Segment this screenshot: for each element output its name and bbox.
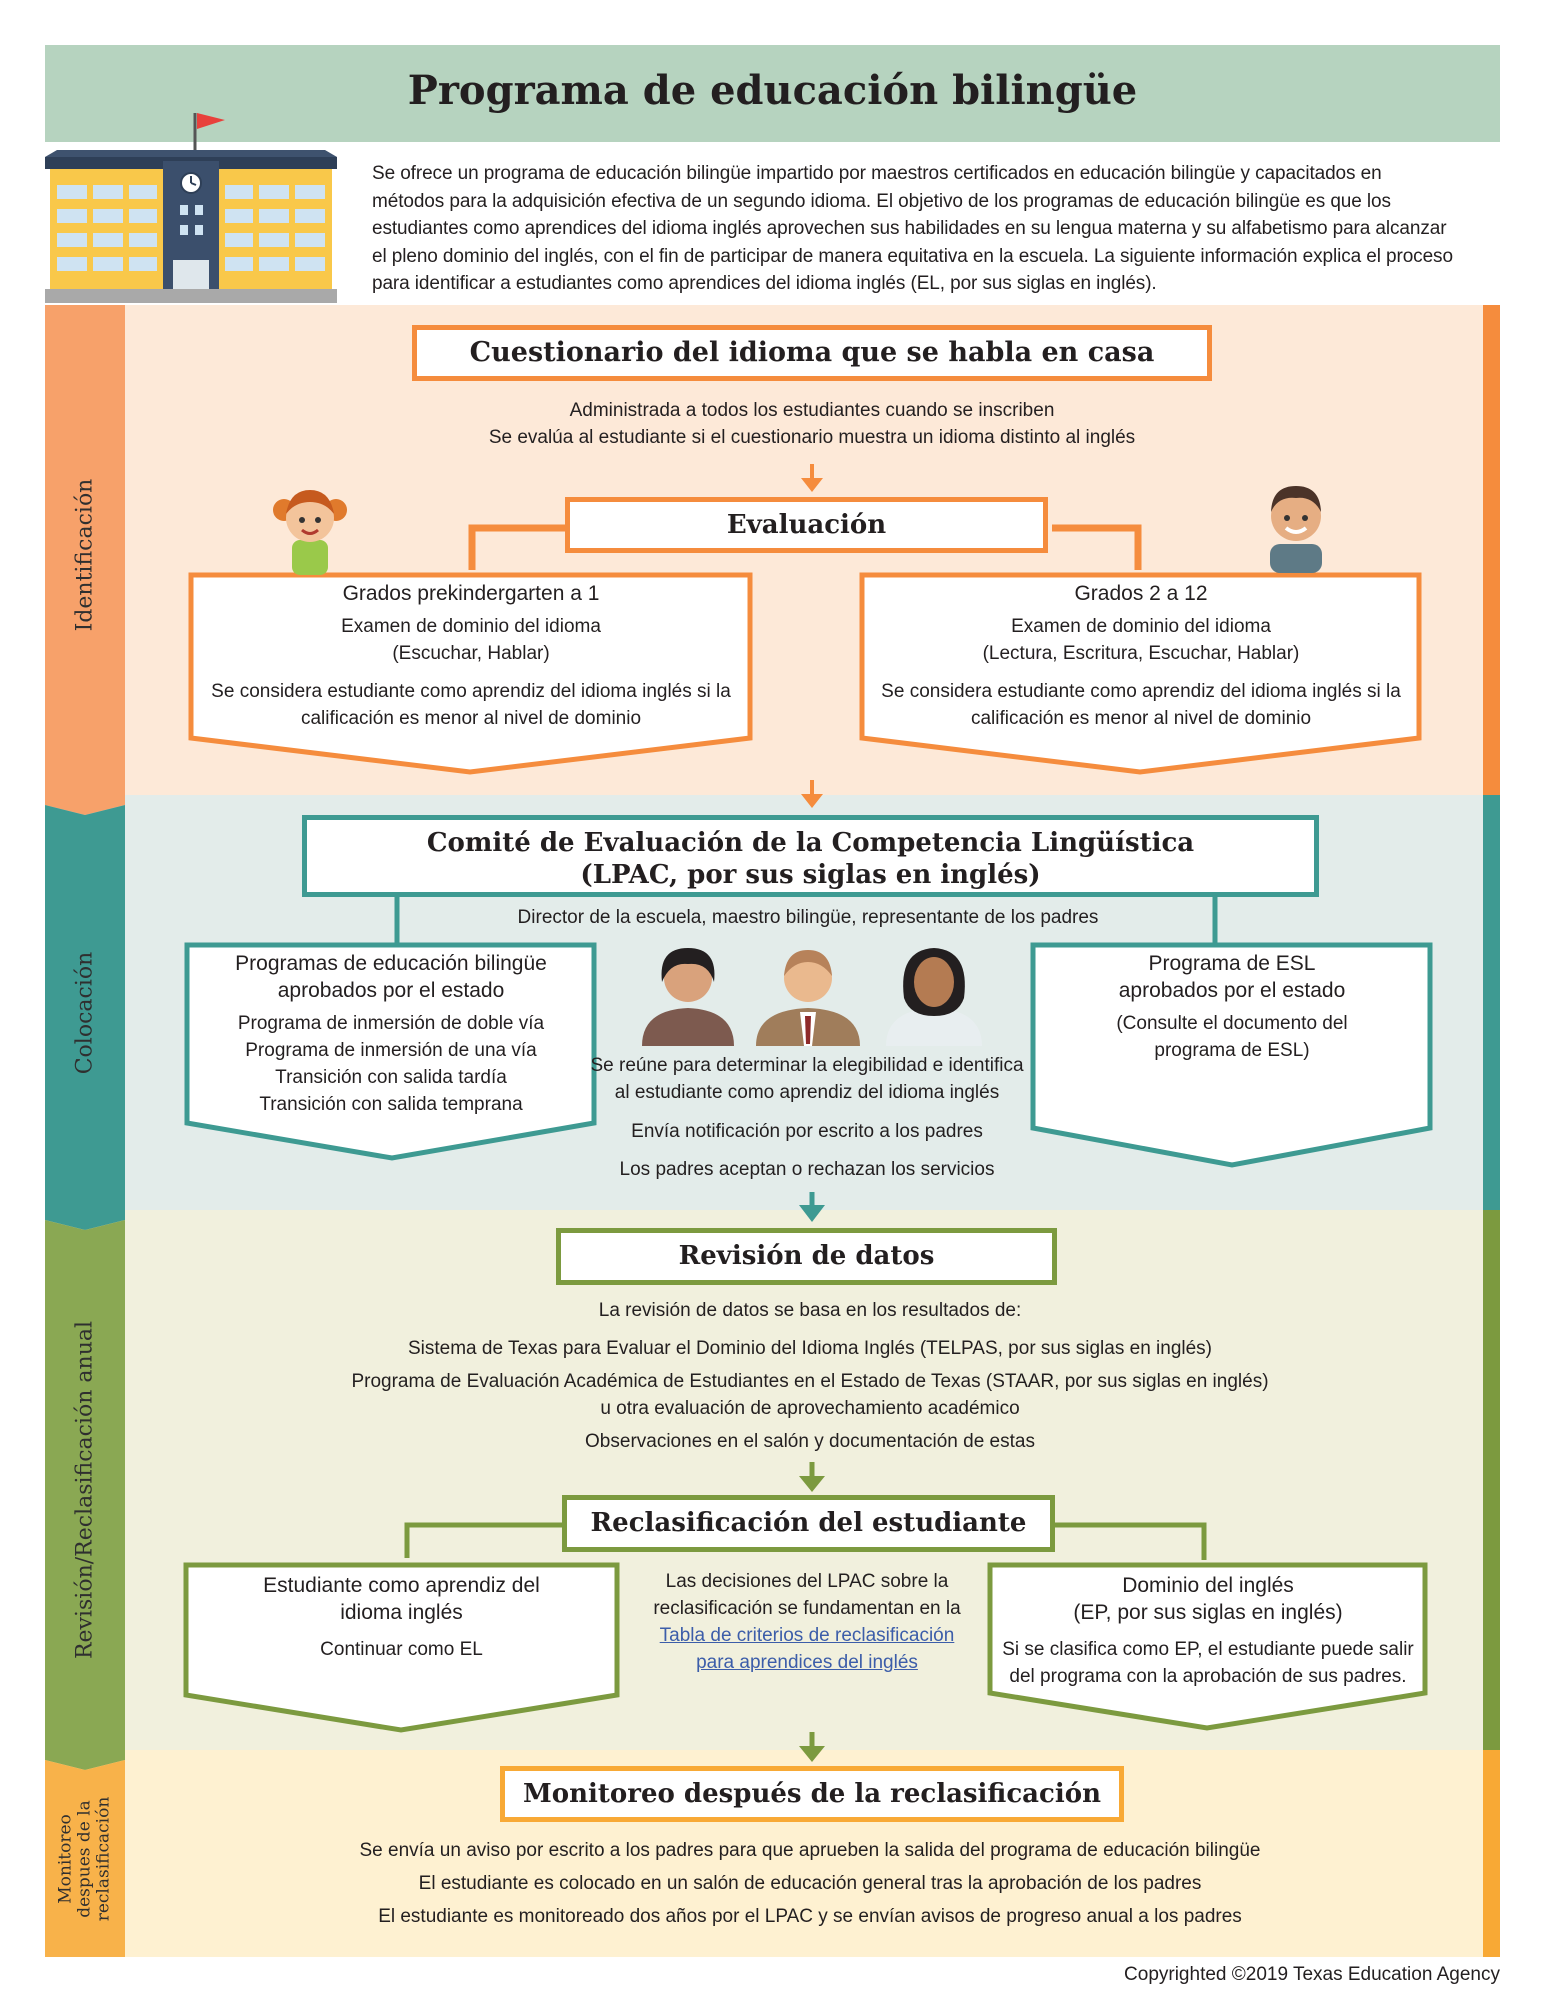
- reclasificacion-title: Reclasificación del estudiante: [590, 1508, 1027, 1538]
- edge-green: [1483, 1210, 1500, 1750]
- cuestionario-box: Cuestionario del idioma que se habla en …: [412, 325, 1212, 381]
- intro-paragraph: Se ofrece un programa de educación bilin…: [372, 163, 1453, 294]
- evaluacion-box: Evaluación: [565, 497, 1048, 553]
- monitoreo-description: Se envía un aviso por escrito a los padr…: [359, 1840, 1261, 1927]
- el-student-content: Estudiante como aprendiz del idioma ingl…: [263, 1574, 540, 1660]
- eval-left-content: Grados prekindergarten a 1 Examen de dom…: [211, 582, 731, 729]
- school-building-icon: [45, 113, 337, 303]
- edge-orange: [1483, 305, 1500, 795]
- lpac-title-line2: (LPAC, por sus siglas en inglés): [580, 860, 1041, 890]
- edge-teal: [1483, 795, 1500, 1210]
- page-title: Programa de educación bilingüe: [407, 67, 1138, 114]
- title-banner: Programa de educación bilingüe: [45, 45, 1500, 142]
- lpac-members: Director de la escuela, maestro bilingüe…: [517, 907, 1099, 928]
- cuestionario-description: Administrada a todos los estudiantes cua…: [488, 400, 1136, 448]
- eval-right-content: Grados 2 a 12 Examen de dominio del idio…: [881, 582, 1401, 729]
- girl-student-icon: [273, 490, 347, 575]
- boy-student-icon: [1270, 486, 1322, 573]
- criteria-table-link[interactable]: Tabla de criterios de reclasificación pa…: [659, 1625, 955, 1673]
- lpac-title-line1: Comité de Evaluación de la Competencia L…: [426, 828, 1195, 858]
- bilingual-programs-content: Programas de educación bilingüe aprobado…: [235, 952, 547, 1115]
- revision-title: Revisión de datos: [678, 1241, 935, 1271]
- copyright-text: Copyrighted ©2019 Texas Education Agency: [1124, 1964, 1500, 1985]
- cuestionario-title: Cuestionario del idioma que se habla en …: [469, 337, 1155, 368]
- revision-description: La revisión de datos se basa en los resu…: [351, 1300, 1269, 1452]
- section-sidebar: [45, 305, 125, 1957]
- reclasificacion-box: Reclasificación del estudiante: [562, 1495, 1055, 1552]
- edge-yellow: [1483, 1750, 1500, 1957]
- lpac-box: Comité de Evaluación de la Competencia L…: [302, 815, 1319, 897]
- evaluacion-title: Evaluación: [726, 510, 887, 540]
- revision-box: Revisión de datos: [556, 1228, 1057, 1285]
- esl-program-content: Programa de ESL aprobados por el estado …: [1116, 952, 1348, 1061]
- committee-description: Se reúne para determinar la elegibilidad…: [590, 1055, 1024, 1180]
- reclassification-criteria: Las decisiones del LPAC sobre la reclasi…: [622, 1568, 992, 1676]
- monitoreo-title: Monitoreo después de la reclasificación: [523, 1779, 1101, 1809]
- ep-content: Dominio del inglés (EP, por sus siglas e…: [1002, 1574, 1414, 1687]
- monitoreo-box: Monitoreo después de la reclasificación: [500, 1766, 1124, 1822]
- down-arrow-icon: [799, 464, 825, 1762]
- committee-members-icon: [642, 948, 982, 1046]
